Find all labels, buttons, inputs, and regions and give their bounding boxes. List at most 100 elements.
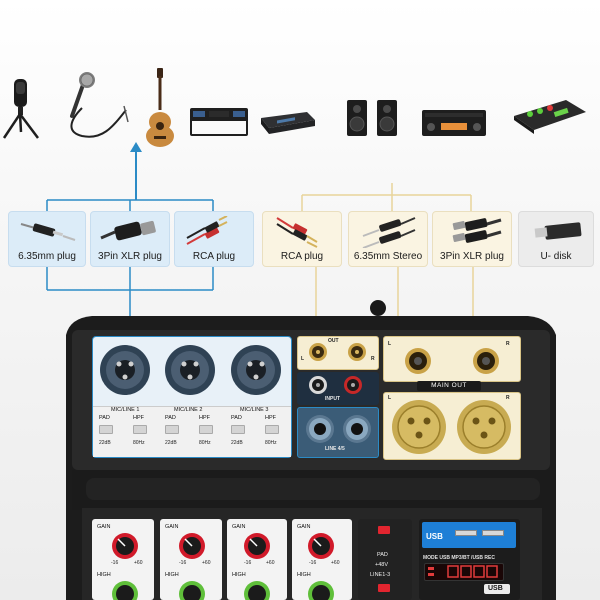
pad-label: PAD: [165, 415, 176, 421]
plug-tile-6-35mm: 6.35mm plug: [8, 211, 86, 267]
xlr-pair-plug-icon: [452, 218, 502, 243]
main-out-jack-right-socket[interactable]: [473, 348, 499, 374]
media-player-icon: [261, 112, 315, 134]
plug-tile-u-disk: U- disk: [518, 211, 594, 267]
combo-jack-2[interactable]: [165, 345, 215, 395]
gain-min: -16: [309, 560, 317, 566]
high-knob-1[interactable]: [112, 581, 138, 600]
sound-card-icon: [514, 100, 586, 134]
acoustic-guitar-icon: [146, 68, 174, 147]
hpf-label: HPF: [265, 415, 276, 421]
pad-button-1[interactable]: [99, 425, 113, 434]
microphone-tripod-icon: [2, 79, 39, 139]
main-out-label: MAIN OUT: [417, 381, 481, 391]
rca-plug-icon: [186, 216, 228, 245]
gain-max: +60: [134, 560, 143, 566]
gain-max: +60: [266, 560, 275, 566]
amplifier-icon: [422, 110, 486, 136]
gain-label: GAIN: [232, 524, 246, 530]
line-input-5-jack[interactable]: [343, 415, 371, 443]
high-label: HIGH: [97, 572, 111, 578]
pad-value: 22dB: [165, 440, 177, 446]
gain-min: -16: [179, 560, 187, 566]
rca-out-right: R: [371, 356, 375, 362]
hpf-value: 80Hz: [133, 440, 145, 446]
rca-out-left: L: [301, 356, 305, 362]
hpf-button-3[interactable]: [265, 425, 279, 434]
usb-bottom-badge: [484, 584, 510, 594]
usb-port-2[interactable]: [482, 530, 504, 536]
hpf-value: 80Hz: [265, 440, 277, 446]
rca-plug-icon: [276, 217, 318, 248]
plug-tile-rca-out: RCA plug: [262, 211, 342, 267]
handheld-microphone-icon: [70, 72, 129, 138]
plug-label: 6.35mm plug: [18, 251, 76, 262]
gain-label: GAIN: [297, 524, 311, 530]
mode-label: MODE USB MP3/BT /USB REC: [423, 555, 495, 561]
main-out-xlr-right-socket[interactable]: [457, 400, 511, 454]
input-panel-lower: [93, 406, 291, 457]
pad-button-2[interactable]: [165, 425, 179, 434]
plug-label: 6.35mm Stereo: [353, 251, 423, 262]
rca-input-right-jack[interactable]: [344, 376, 362, 394]
usb-panel-label: USB: [426, 532, 443, 541]
rca-out-label: OUT: [328, 338, 339, 344]
channel-label-1: MIC/LINE 1: [111, 407, 140, 413]
hpf-button-1[interactable]: [133, 425, 147, 434]
pad-label: PAD: [231, 415, 242, 421]
line-switch-label: LINE1-3: [370, 572, 391, 578]
phantom-power-button[interactable]: [378, 584, 390, 592]
pad-value: 22dB: [231, 440, 243, 446]
pad-phantom-button[interactable]: [378, 526, 390, 534]
pad-switch-label: PAD: [377, 552, 388, 558]
high-label: HIGH: [297, 572, 311, 578]
gain-knob-2[interactable]: [179, 533, 205, 559]
high-knob-3[interactable]: [244, 581, 270, 600]
plug-label: U- disk: [540, 251, 572, 262]
jack-plug-icon: [20, 223, 76, 241]
main-out-xlr-right: R: [506, 395, 510, 401]
usb-port[interactable]: [455, 530, 477, 536]
plug-label: 3Pin XLR plug: [440, 251, 504, 262]
rca-out-right-jack[interactable]: [348, 343, 366, 361]
main-out-xlr-left: L: [388, 395, 392, 401]
high-knob-4[interactable]: [308, 581, 334, 600]
gain-knob-4[interactable]: [308, 533, 334, 559]
gain-knob-1[interactable]: [112, 533, 138, 559]
gain-knob-3[interactable]: [244, 533, 270, 559]
plug-label: 3Pin XLR plug: [98, 251, 162, 262]
high-label: HIGH: [165, 572, 179, 578]
gain-max: +60: [202, 560, 211, 566]
usb-bottom-label: USB: [488, 585, 503, 592]
plug-tile-rca: RCA plug: [174, 211, 254, 267]
plug-tile-xlr: 3Pin XLR plug: [90, 211, 170, 267]
plug-label: RCA plug: [192, 251, 236, 262]
gain-max: +60: [331, 560, 340, 566]
pad-label: PAD: [99, 415, 110, 421]
main-out-xlr-left-socket[interactable]: [392, 400, 446, 454]
line-input-4-jack[interactable]: [306, 415, 334, 443]
pad-value: 22dB: [99, 440, 111, 446]
hpf-label: HPF: [133, 415, 144, 421]
high-knob-2[interactable]: [179, 581, 205, 600]
hpf-button-2[interactable]: [199, 425, 213, 434]
main-out-jack-left-socket[interactable]: [405, 348, 431, 374]
rca-input-left-jack[interactable]: [309, 376, 327, 394]
gain-min: -16: [244, 560, 252, 566]
keyboard-synth-icon: [190, 108, 248, 136]
combo-jack-3[interactable]: [231, 345, 281, 395]
combo-jack-1[interactable]: [100, 345, 150, 395]
plug-label: RCA plug: [280, 251, 324, 262]
gain-label: GAIN: [165, 524, 179, 530]
studio-monitors-icon: [347, 100, 397, 136]
phantom-power-label: +48V: [375, 562, 388, 568]
pad-button-3[interactable]: [231, 425, 245, 434]
usb-disk-icon: [534, 222, 582, 240]
channel-label-2: MIC/LINE 2: [174, 407, 203, 413]
rca-out-left-jack[interactable]: [309, 343, 327, 361]
